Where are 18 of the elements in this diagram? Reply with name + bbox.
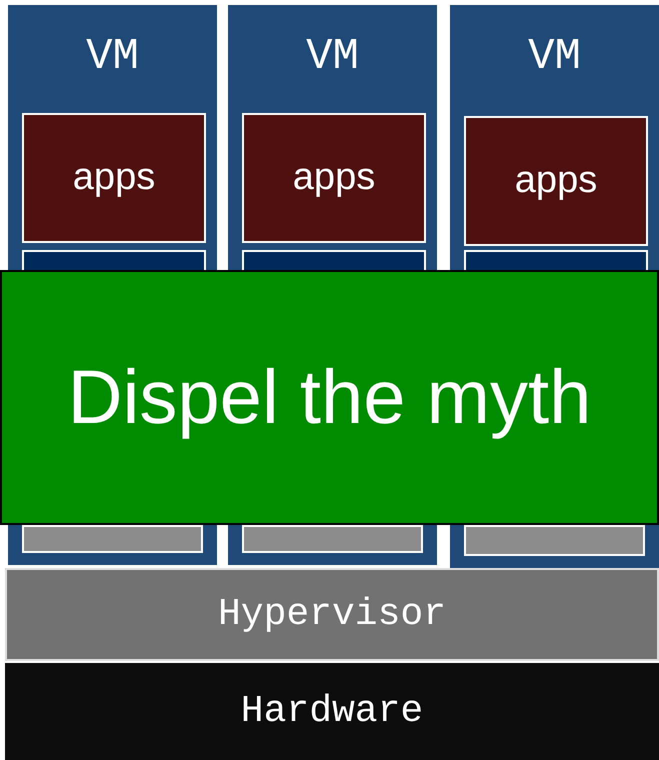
vm-panel: [228, 5, 437, 270]
layer-box: [242, 250, 426, 270]
layer-box: [8, 525, 217, 565]
hardware-layer: Hardware: [5, 663, 659, 760]
vm-panel: [8, 5, 217, 270]
vm-label: VM: [527, 35, 582, 79]
layer-box: [450, 525, 659, 568]
vm-label: VM: [85, 35, 140, 79]
hypervisor-layer: Hypervisor: [5, 568, 659, 661]
layer-box: [464, 250, 648, 270]
app-layer: apps: [242, 113, 426, 243]
layer-box: [22, 250, 206, 270]
vm-panel: [450, 5, 659, 270]
layer-box: [228, 525, 437, 565]
banner: Dispel the myth: [0, 270, 659, 525]
app-layer: apps: [464, 116, 648, 246]
app-layer: apps: [22, 113, 206, 243]
vm-label: VM: [305, 35, 360, 79]
